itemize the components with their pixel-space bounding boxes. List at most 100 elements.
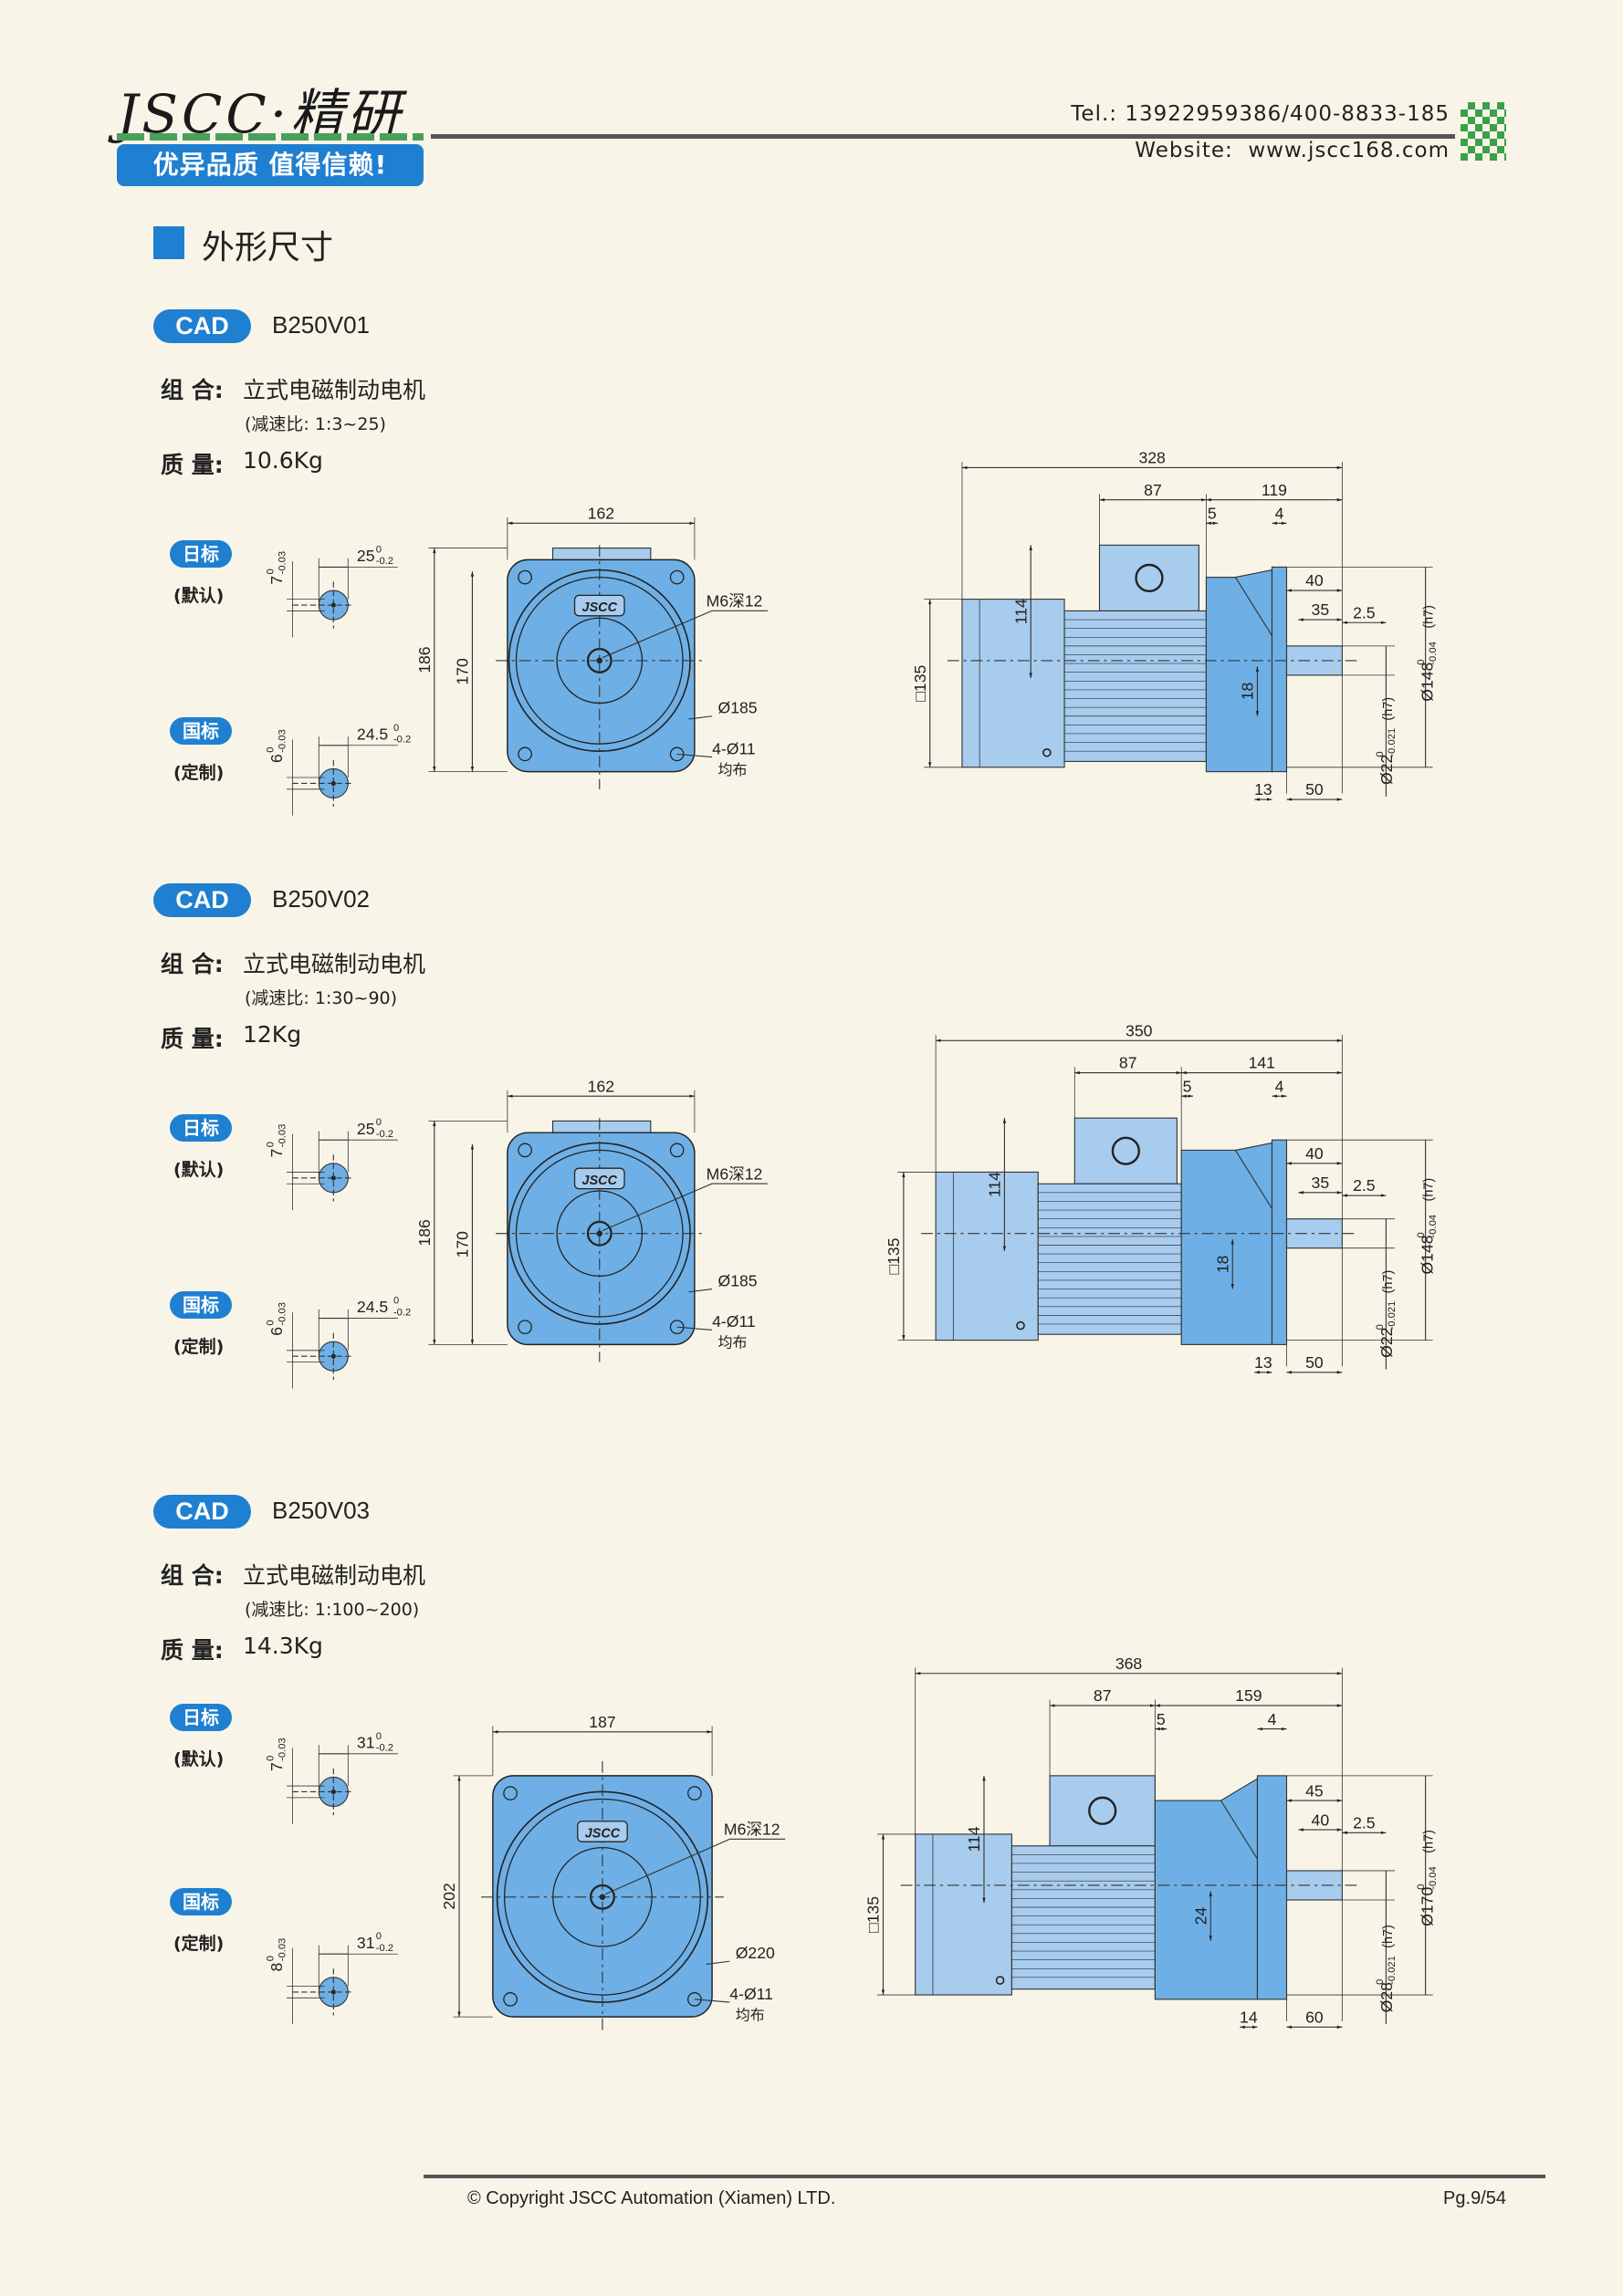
key-width-dim-value: 31 (357, 1934, 375, 1952)
flange-face (507, 558, 696, 773)
mounting-flange (1256, 1775, 1288, 2000)
shaft-diameter-dim-fit: (h7) (1381, 1270, 1396, 1294)
pilot-diameter-dim-fit: (h7) (1422, 1178, 1437, 1202)
key-standard-jp-note: (默认) (173, 1749, 225, 1769)
key-height-dim: 18 (1213, 1255, 1231, 1273)
flange-thickness-dim: 14 (1240, 2009, 1258, 2027)
tel-number: 13922959386/400-8833-185 (1125, 102, 1450, 126)
shaft-diameter-dim-upper: 0 (1375, 1979, 1386, 1985)
dimension-line (676, 1326, 713, 1331)
mass-label: 质 量: (161, 452, 224, 478)
cad-badge[interactable]: CAD (153, 1495, 251, 1529)
combo-label: 组 合: (161, 377, 224, 403)
mounting-hole (687, 1992, 702, 2007)
section-marker (153, 226, 184, 259)
mounting-hole (687, 1786, 702, 1800)
tap-callout: M6深12 (707, 591, 763, 610)
key-standard-cn-note: (定制) (173, 1337, 225, 1357)
dimension-line (604, 1838, 730, 1895)
jscc-logo: JSCC (582, 600, 618, 615)
key-height-dim-lower: -0.03 (277, 1302, 288, 1326)
pilot-diameter-dim-lower: -0.04 (1428, 1215, 1439, 1238)
key-height-dim: 70-0.03 (266, 1124, 288, 1158)
shaft-diameter-dim-value: Ø28 (1377, 1982, 1396, 2012)
front-height-dim: 186 (415, 646, 434, 673)
front-flange-height-dim: 170 (454, 1231, 472, 1258)
key-standard-cn-badge: 国标 (170, 717, 232, 745)
terminal-box (1098, 544, 1199, 611)
shaft-diameter-dim-upper: 0 (1375, 751, 1386, 757)
mass-value: 14.3Kg (243, 1633, 323, 1659)
header-divider (431, 134, 1455, 139)
tap-callout: M6深12 (707, 1164, 763, 1183)
front-width-dim: 187 (589, 1713, 615, 1731)
product-section: CAD B250V02 组 合: 立式电磁制动电机 (减速比: 1:30~90)… (0, 574, 1623, 1357)
shaft-length-dim: 50 (1305, 780, 1324, 798)
key-width-dim-lower: -0.2 (393, 1307, 411, 1318)
key-width-dim-value: 25 (357, 1120, 375, 1138)
ratio-value: (减速比: 1:3~25) (245, 414, 386, 434)
website-url[interactable]: www.jscc168.com (1248, 139, 1450, 162)
side-height-dim: 114 (986, 1172, 1004, 1197)
key-height-dim-value: 7 (267, 1149, 286, 1158)
logo-underline (117, 133, 424, 141)
key-height-dim-lower: -0.03 (277, 1938, 288, 1962)
mass-value: 12Kg (243, 1021, 302, 1048)
key-height-dim: 60-0.03 (266, 729, 288, 763)
shaft-diameter-dim-fit: (h7) (1381, 697, 1396, 721)
checker-decoration (1461, 102, 1506, 161)
shaft-length-dim: 50 (1305, 1353, 1324, 1372)
holes-callout: 4-Ø11 (729, 1985, 773, 2003)
key-width-dim-upper: 0 (376, 1117, 382, 1128)
key-height-dim: 24 (1191, 1907, 1209, 1926)
pilot-diameter-dim-fit: (h7) (1422, 1830, 1437, 1853)
mounting-flange (1271, 1139, 1288, 1345)
holes-note: 均布 (718, 1335, 748, 1352)
mass-label: 质 量: (161, 1026, 224, 1052)
cad-badge[interactable]: CAD (153, 309, 251, 343)
key-width-dim-upper: 0 (376, 1931, 382, 1942)
mounting-hole (669, 569, 685, 585)
tel-label: Tel.: (1071, 102, 1118, 126)
model-number: B250V01 (272, 311, 370, 339)
side-left-dim: 87 (1094, 1686, 1112, 1705)
key-standard-jp-badge: 日标 (170, 1704, 232, 1731)
key-height-dim-upper: 0 (266, 1956, 277, 1961)
key-height-dim-lower: -0.03 (277, 1738, 288, 1761)
model-number: B250V02 (272, 885, 370, 913)
key-height-dim-value: 8 (267, 1962, 286, 1971)
flange-face (507, 1132, 696, 1346)
key-height-dim: 80-0.03 (266, 1938, 288, 1972)
dimension-line (676, 753, 713, 758)
dimension-line (688, 715, 713, 720)
contact-website: Website: www.jscc168.com (1135, 139, 1450, 162)
step-dim: 2.5 (1353, 1176, 1376, 1195)
shaft-diameter-dim-value: Ø22 (1377, 755, 1396, 785)
ratio-value: (减速比: 1:100~200) (245, 1600, 420, 1620)
shaft-diameter-dim-fit: (h7) (1381, 1925, 1396, 1948)
flange-dim-1: 40 (1305, 1144, 1324, 1163)
side-total-dim: 350 (1126, 1021, 1153, 1039)
key-width-dim-upper: 0 (376, 544, 382, 555)
cable-gland (1088, 1796, 1117, 1825)
pcd-callout: Ø185 (718, 699, 758, 717)
page-number: Pg.9/54 (1443, 2188, 1506, 2208)
side-height-dim: 114 (965, 1826, 983, 1852)
mounting-hole (518, 569, 532, 585)
cad-badge[interactable]: CAD (153, 883, 251, 917)
tap-callout: M6深12 (724, 1821, 780, 1839)
cable-gland (1135, 563, 1164, 593)
jscc-nameplate (573, 594, 625, 617)
pilot-diameter-dim-value: Ø148 (1419, 1235, 1437, 1274)
